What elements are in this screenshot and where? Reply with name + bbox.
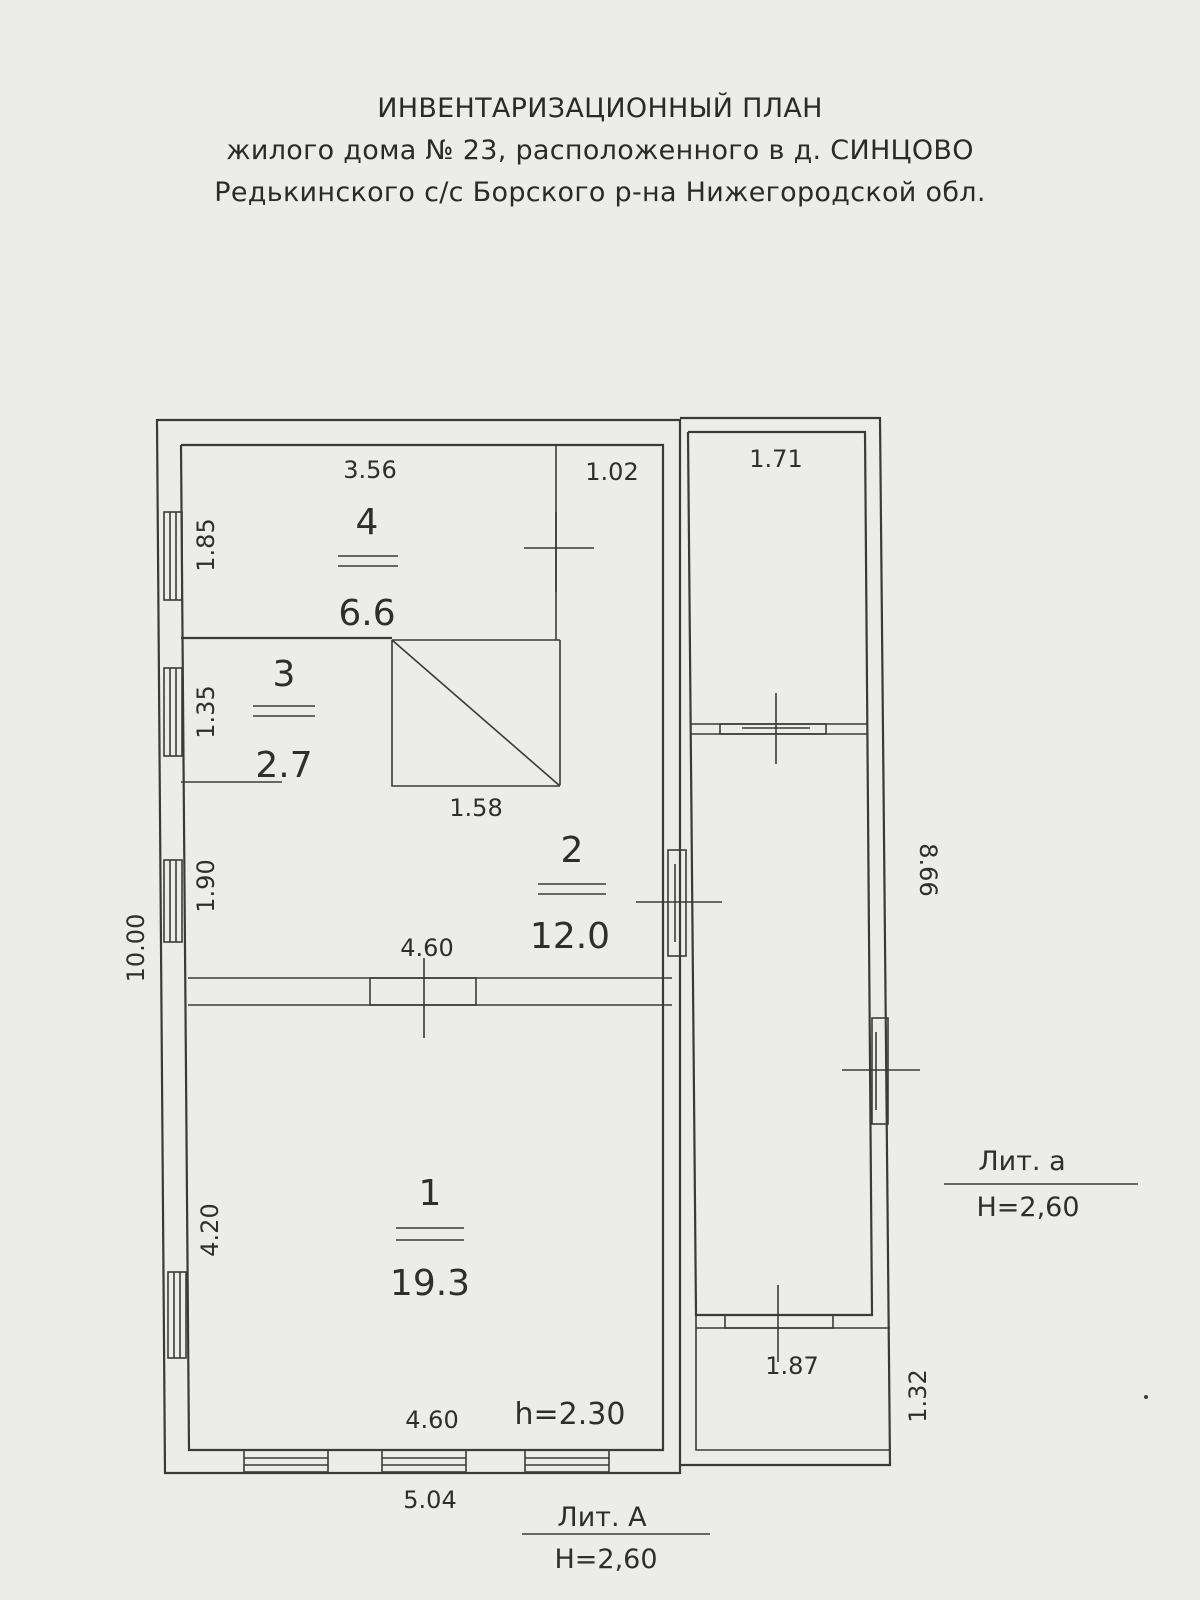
room-4-area: 6.6 [338, 593, 395, 634]
room-1-label: 1 19.3 [390, 1173, 470, 1304]
plan-title: ИНВЕНТАРИЗАЦИОННЫЙ ПЛАН жилого дома № 23… [0, 88, 1200, 214]
lit-main-legend: Лит. А H=2,60 [522, 1502, 710, 1575]
ceiling-height: h=2.30 [515, 1397, 626, 1432]
windows-left [163, 511, 187, 1359]
dim-1-32: 1.32 [904, 1369, 932, 1422]
room-2-area: 12.0 [530, 916, 610, 957]
dim-4-60-bottom: 4.60 [405, 1406, 458, 1434]
dim-10-00: 10.00 [122, 914, 150, 983]
dim-4-20: 4.20 [196, 1203, 224, 1256]
lit-main-name: Лит. А [557, 1502, 647, 1533]
room-2-label: 2 12.0 [530, 830, 610, 957]
interior-partitions [181, 445, 890, 1329]
dimension-labels: 3.56 1.02 1.71 1.85 1.35 1.58 1.90 10.00… [122, 445, 942, 1514]
dim-4-60-mid: 4.60 [400, 934, 453, 962]
title-line-2: жилого дома № 23, расположенного в д. СИ… [226, 135, 974, 166]
dim-1-02: 1.02 [585, 458, 638, 486]
room-3-area: 2.7 [255, 745, 312, 786]
title-line-3: Редькинского с/с Борского р-на Нижегород… [214, 177, 986, 208]
title-line-1: ИНВЕНТАРИЗАЦИОННЫЙ ПЛАН [377, 93, 823, 124]
dim-1-90: 1.90 [192, 859, 220, 912]
annex-walls [680, 416, 892, 1467]
room-1-number: 1 [419, 1173, 442, 1214]
lit-annex-height: H=2,60 [976, 1192, 1079, 1223]
room-3-number: 3 [273, 654, 296, 695]
dim-1-71: 1.71 [749, 445, 802, 473]
windows-right [667, 849, 889, 1125]
dim-5-04: 5.04 [403, 1486, 456, 1514]
main-house-walls [155, 418, 682, 1475]
room-2-number: 2 [561, 830, 584, 871]
dim-1-58: 1.58 [449, 794, 502, 822]
room-1-area: 19.3 [390, 1263, 470, 1304]
dim-1-87: 1.87 [765, 1352, 818, 1380]
dim-3-56: 3.56 [343, 456, 396, 484]
windows-bottom [243, 1449, 610, 1473]
lit-main-height: H=2,60 [554, 1544, 657, 1575]
lit-annex-legend: Лит. а H=2,60 [944, 1146, 1138, 1223]
dim-1-85: 1.85 [192, 518, 220, 571]
ink-dot [1144, 1395, 1148, 1399]
room-4-label: 4 6.6 [338, 502, 398, 634]
dim-1-35: 1.35 [192, 685, 220, 738]
door-markers [423, 512, 920, 1362]
room-3-label: 3 2.7 [253, 654, 315, 786]
room-4-number: 4 [356, 502, 379, 543]
lit-annex-name: Лит. а [978, 1146, 1065, 1177]
dim-8-66: 8.66 [914, 843, 942, 896]
